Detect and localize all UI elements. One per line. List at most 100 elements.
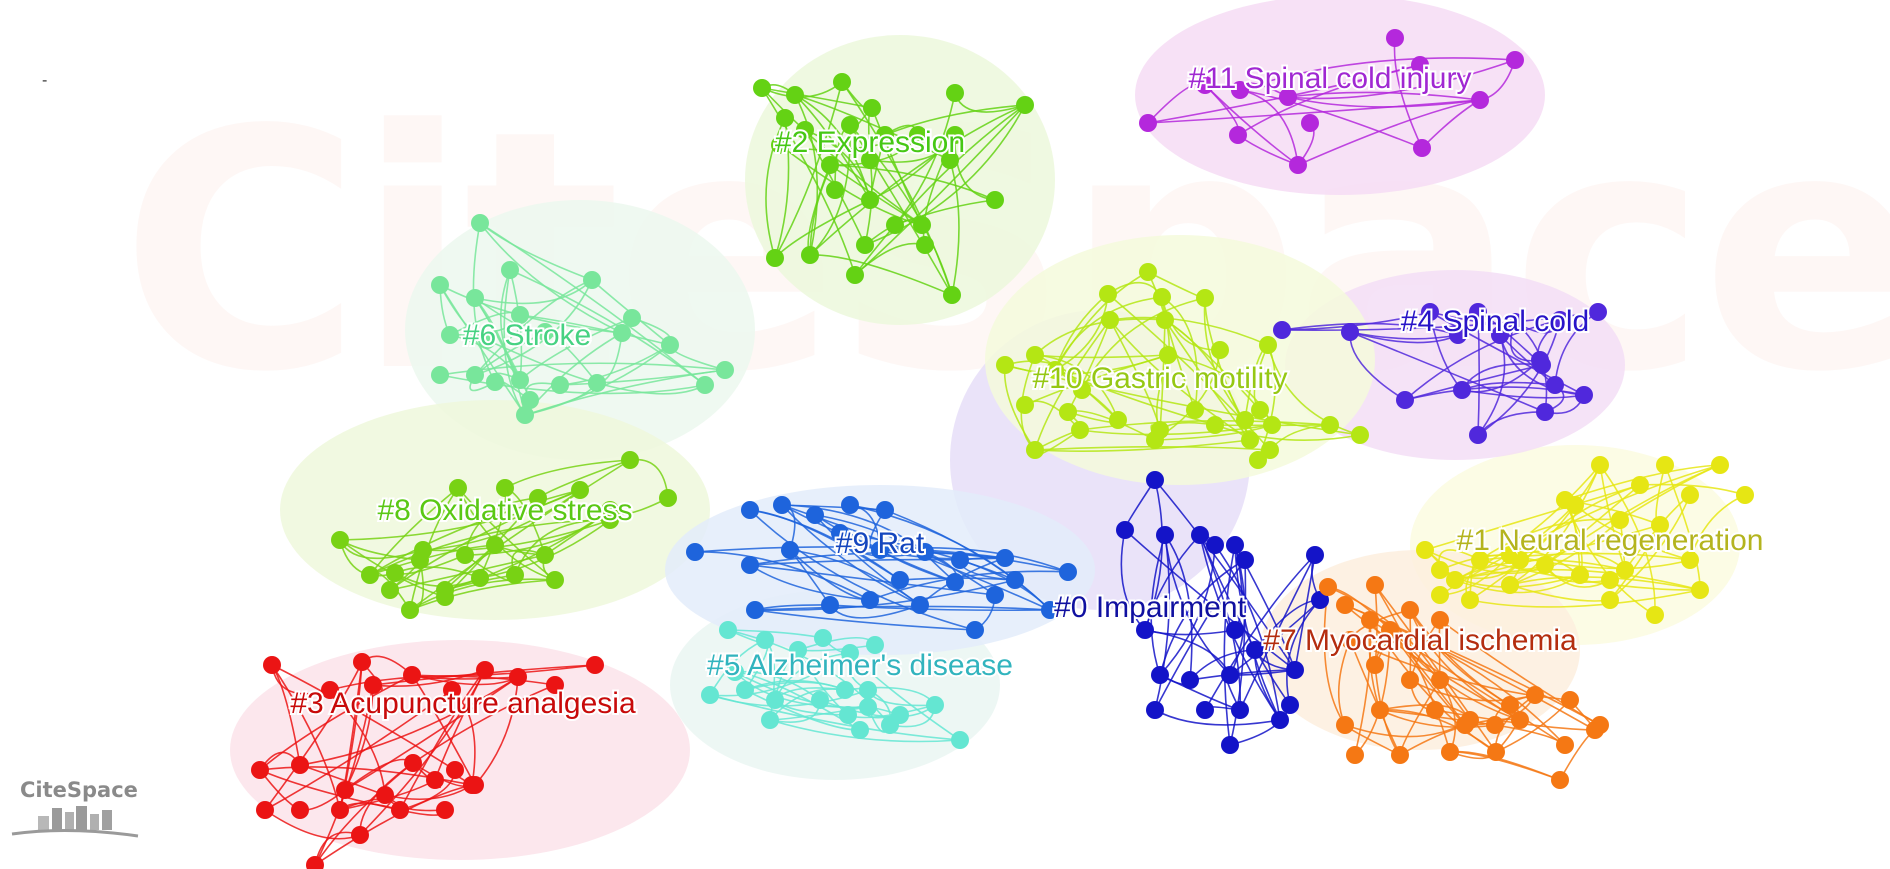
cluster-node <box>859 698 877 716</box>
cluster-edge <box>1287 91 1481 101</box>
cluster-node <box>996 549 1014 567</box>
cluster-node <box>1401 601 1419 619</box>
cluster-node <box>1336 596 1354 614</box>
cluster-node <box>536 546 554 564</box>
cluster-edge <box>1477 334 1506 436</box>
cluster-edge <box>709 694 961 741</box>
cluster-node <box>1736 486 1754 504</box>
cluster-node <box>766 249 784 267</box>
cluster-node <box>1486 716 1504 734</box>
cluster-node <box>1321 416 1339 434</box>
cluster-edge <box>1439 464 1721 596</box>
cluster-node <box>466 289 484 307</box>
cluster-node <box>1006 571 1024 589</box>
cluster-node <box>613 324 631 342</box>
cluster-node <box>1533 356 1551 374</box>
cluster-label-4: #4 Spinal cold <box>1401 305 1589 338</box>
cluster-node <box>364 676 382 694</box>
cluster-edge <box>864 104 1026 246</box>
cluster-edge <box>369 519 611 576</box>
cluster-node <box>1469 303 1487 321</box>
cluster-edge <box>299 676 519 766</box>
cluster-node <box>1221 666 1239 684</box>
cluster-node <box>814 629 832 647</box>
cluster-node <box>431 366 449 384</box>
cluster-node <box>1551 311 1569 329</box>
cluster-edge <box>1159 544 1216 676</box>
cluster-edge <box>809 124 851 256</box>
cluster-node <box>716 361 734 379</box>
cluster-node <box>1413 139 1431 157</box>
cluster-node <box>1151 666 1169 684</box>
cluster-node <box>909 126 927 144</box>
cluster-node <box>1631 476 1649 494</box>
cluster-edge <box>1239 89 1423 149</box>
cluster-node <box>1471 91 1489 109</box>
cluster-node <box>806 506 824 524</box>
cluster-edge <box>1054 293 1109 371</box>
cluster-edge <box>559 344 671 386</box>
cluster-node <box>1041 601 1059 619</box>
cluster-node <box>1306 546 1324 564</box>
cluster-edge <box>709 652 851 697</box>
cluster-node <box>1501 696 1519 714</box>
cluster-node <box>781 541 799 559</box>
cluster-edge <box>457 487 556 581</box>
cluster-edge <box>765 117 786 259</box>
cluster-node <box>1401 671 1419 689</box>
cluster-edge <box>814 514 996 596</box>
cluster-node <box>861 191 879 209</box>
cluster-node <box>516 406 534 424</box>
cluster-node <box>856 236 874 254</box>
cluster-edge <box>409 579 556 611</box>
cluster-edge <box>1389 629 1566 746</box>
cluster-node <box>551 376 569 394</box>
cluster-node <box>871 541 889 559</box>
cluster-edge <box>1424 549 1546 574</box>
cluster-node <box>456 546 474 564</box>
cluster-node <box>773 496 791 514</box>
cluster-edge <box>894 92 956 226</box>
cluster-node <box>583 271 601 289</box>
cluster-edge <box>1374 584 1497 753</box>
cluster-edge <box>1281 322 1459 336</box>
cluster-node <box>1551 771 1569 789</box>
cluster-node <box>1196 289 1214 307</box>
cluster-node <box>466 776 484 794</box>
cluster-node <box>841 116 859 134</box>
cluster-node <box>1469 426 1487 444</box>
cluster-node <box>1226 621 1244 639</box>
cluster-node <box>1431 586 1449 604</box>
cluster-edge <box>849 124 953 296</box>
cluster-edge <box>1349 331 1546 413</box>
cluster-node <box>1536 403 1554 421</box>
cluster-node <box>446 761 464 779</box>
cluster-node <box>1453 381 1471 399</box>
cluster-node <box>1546 376 1564 394</box>
cluster-edge <box>781 504 921 606</box>
cluster-node <box>1381 621 1399 639</box>
cluster-node <box>1336 716 1354 734</box>
cluster-node <box>1571 566 1589 584</box>
cluster-node <box>1506 313 1524 331</box>
cluster-label-7: #7 Myocardial ischemia <box>1263 624 1577 657</box>
cluster-node <box>1487 743 1505 761</box>
cluster-node <box>996 356 1014 374</box>
cluster-edge <box>264 661 363 811</box>
cluster-label-2: #2 Expression <box>775 126 965 159</box>
cluster-node <box>1136 621 1154 639</box>
cluster-node <box>846 266 864 284</box>
cluster-node <box>436 581 454 599</box>
cluster-edge <box>1454 464 1601 581</box>
cluster-node <box>1366 576 1384 594</box>
cluster-node <box>1116 521 1134 539</box>
cluster-edge <box>1144 534 1201 631</box>
cluster-edge <box>1323 586 1346 726</box>
cluster-node <box>1601 591 1619 609</box>
cluster-node <box>833 73 851 91</box>
cluster-edge <box>879 549 1069 573</box>
cluster-edge <box>559 369 726 386</box>
cluster-edge <box>1079 420 1331 431</box>
cluster-node <box>1026 441 1044 459</box>
cluster-node <box>321 681 339 699</box>
